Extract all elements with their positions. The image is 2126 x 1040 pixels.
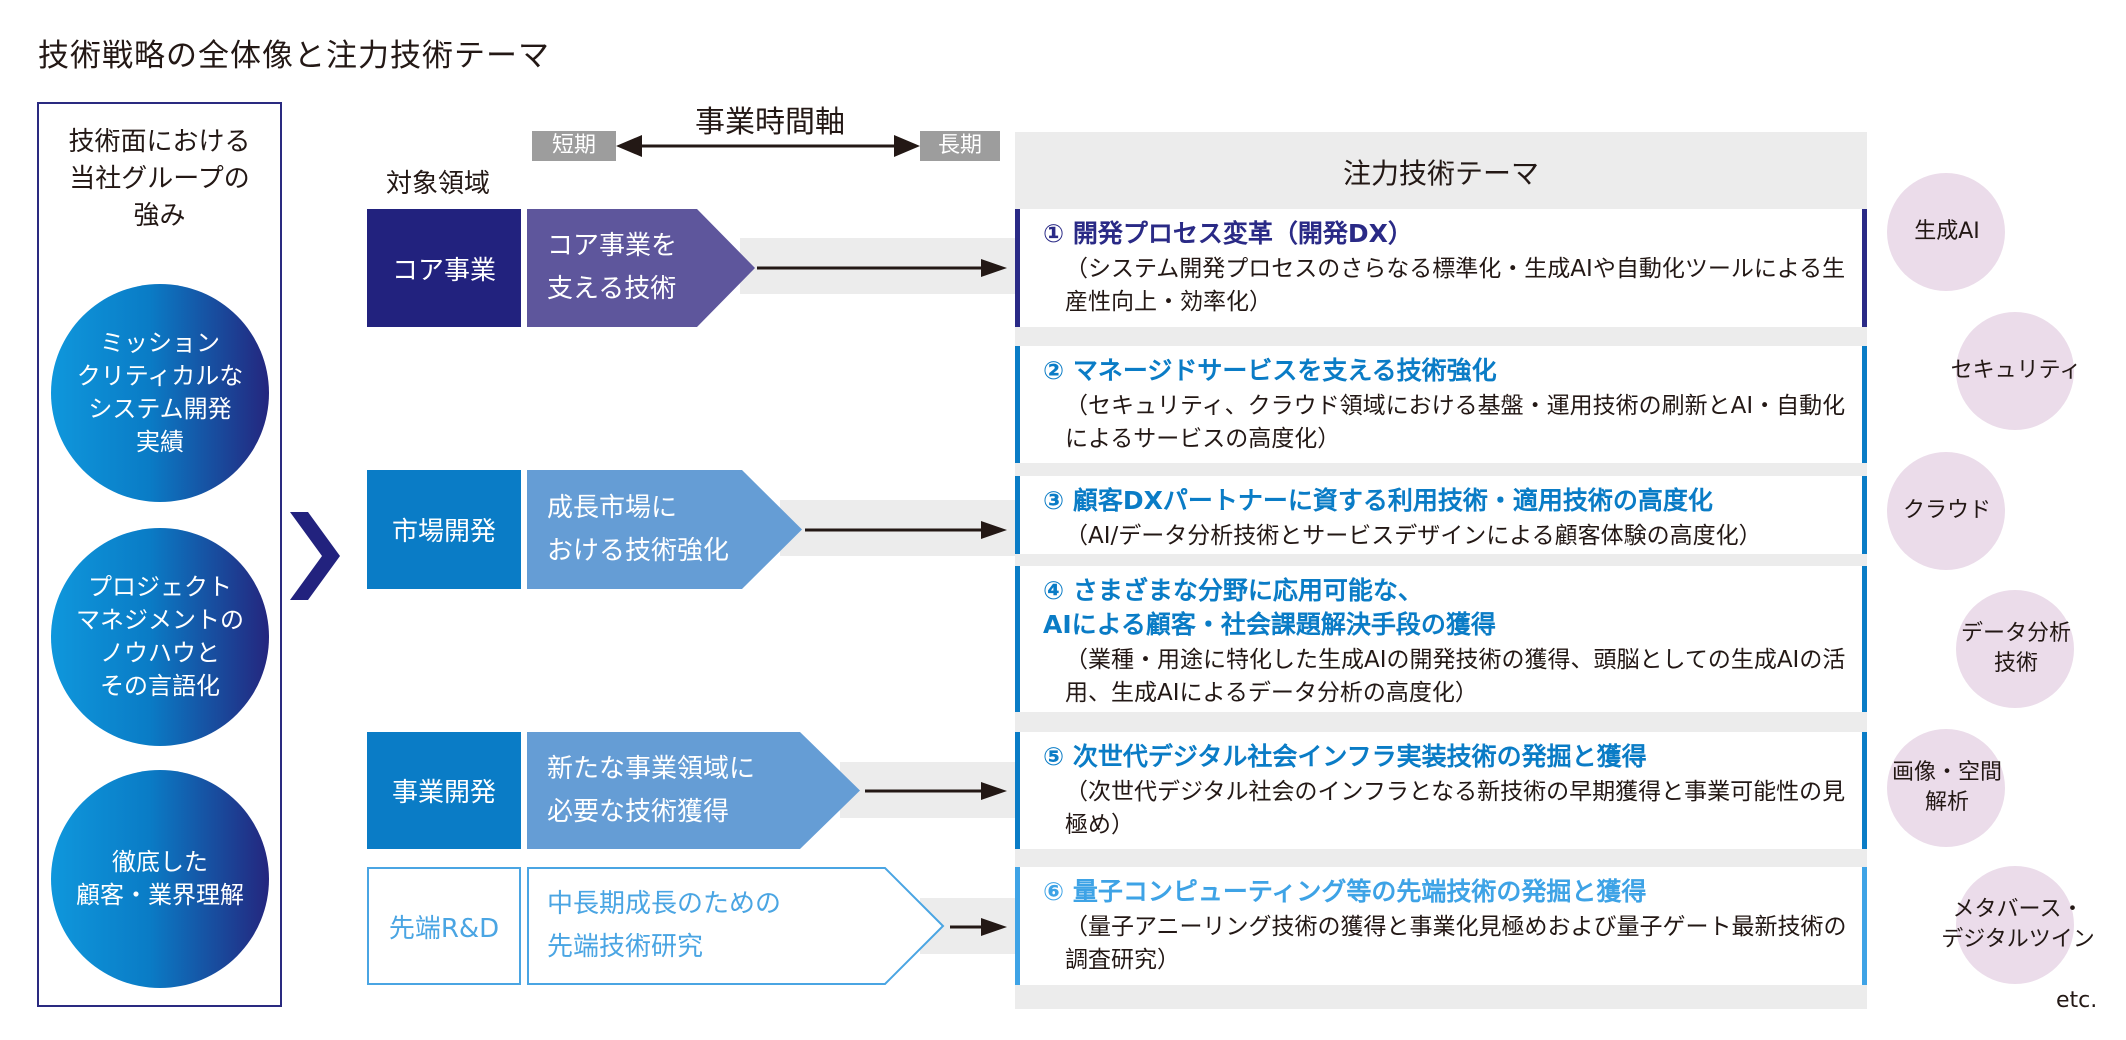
short-term-tag: 短期 — [532, 131, 616, 161]
tech-label-data-analysis: データ分析 技術 — [1960, 621, 2071, 676]
theme-title: ④ さまざまな分野に応用可能な、 AIによる顧客・社会課題解決手段の獲得 — [1043, 576, 1496, 639]
theme-description: （AI/データ分析技術とサービスデザインによる顧客体験の高度化） — [1065, 523, 1762, 549]
tech-label-generative-ai: 生成AI — [1914, 219, 1980, 244]
theme-item-3: ③ 顧客DXパートナーに資する利用技術・適用技術の高度化 （AI/データ分析技術… — [1015, 476, 1867, 554]
focus-themes-title: 注力技術テーマ — [1342, 157, 1539, 190]
tech-label-image-spatial: 画像・空間 解析 — [1891, 760, 2002, 815]
domain-advanced-rd: 先端R&D — [367, 867, 521, 985]
theme-accent-bar — [1015, 867, 1020, 985]
theme-title: ⑥ 量子コンピューティング等の先端技術の発掘と獲得 — [1043, 877, 1647, 906]
theme-title: ③ 顧客DXパートナーに資する利用技術・適用技術の高度化 — [1043, 486, 1713, 515]
tech-circle — [1956, 590, 2074, 708]
tech-label-metaverse: メタバース・ デジタルツイン — [1941, 897, 2095, 952]
theme-item-1: ① 開発プロセス変革（開発DX） （システム開発プロセスのさらなる標準化・生成A… — [1015, 209, 1867, 327]
theme-item-5: ⑤ 次世代デジタル社会インフラ実装技術の発掘と獲得 （次世代デジタル社会のインフ… — [1015, 732, 1867, 849]
lane-bar — [740, 238, 1015, 294]
domain-market-development: 市場開発 — [367, 470, 521, 589]
theme-accent-bar — [1862, 209, 1867, 327]
tech-circle — [1956, 866, 2074, 984]
theme-item-2: ② マネージドサービスを支える技術強化 （セキュリティ、クラウド領域における基盤… — [1015, 346, 1867, 463]
theme-title: ② マネージドサービスを支える技術強化 — [1043, 356, 1497, 385]
theme-accent-bar — [1862, 476, 1867, 554]
double-arrow-icon — [616, 133, 920, 159]
lane-bar — [780, 500, 1015, 556]
tech-label-cloud: クラウド — [1902, 498, 1991, 523]
theme-accent-bar — [1015, 346, 1020, 463]
theme-item-4: ④ さまざまな分野に応用可能な、 AIによる顧客・社会課題解決手段の獲得 （業種… — [1015, 566, 1867, 712]
strengths-heading-line: 当社グループの — [69, 164, 250, 194]
focus-business-development: 新たな事業領域に 必要な技術獲得 — [527, 732, 860, 849]
theme-accent-bar — [1862, 566, 1867, 712]
arrow-right-icon — [865, 781, 1007, 801]
focus-text: コア事業を 支える技術 — [547, 231, 678, 304]
focus-text: 新たな事業領域に 必要な技術獲得 — [547, 753, 756, 827]
domain-core-business: コア事業 — [367, 209, 521, 327]
tech-circle — [1887, 729, 2005, 847]
strength-circle-customer-understanding: 徹底した 顧客・業界理解 — [51, 770, 269, 988]
theme-description: （量子アニーリング技術の獲得と事業化見極めおよび量子ゲート最新技術の調査研究） — [1065, 914, 1847, 973]
focus-text: 中長期成長のための 先端技術研究 — [547, 889, 782, 962]
theme-accent-bar — [1015, 476, 1020, 554]
theme-title: ⑤ 次世代デジタル社会インフラ実装技術の発掘と獲得 — [1043, 742, 1647, 771]
chevron-right-icon — [290, 512, 340, 600]
time-axis-title: 事業時間軸 — [695, 105, 845, 140]
tech-circle — [1887, 452, 2005, 570]
focus-market-development: 成長市場に おける技術強化 — [527, 470, 802, 589]
tech-circle — [1956, 312, 2074, 430]
theme-accent-bar — [1015, 566, 1020, 712]
target-domain-heading: 対象領域 — [386, 169, 491, 199]
arrow-right-icon — [950, 917, 1007, 937]
theme-accent-bar — [1862, 732, 1867, 849]
theme-accent-bar — [1862, 867, 1867, 985]
theme-description: （業種・用途に特化した生成AIの開発技術の獲得、頭脳としての生成AIの活用、生成… — [1065, 647, 1846, 706]
theme-description: （システム開発プロセスのさらなる標準化・生成AIや自動化ツールによる生産性向上・… — [1065, 256, 1846, 315]
strength-circle-mission-critical: ミッション クリティカルな システム開発 実績 — [51, 284, 269, 502]
focus-advanced-rd: 中長期成長のための 先端技術研究 — [527, 867, 945, 985]
theme-accent-bar — [1015, 209, 1020, 327]
theme-description: （次世代デジタル社会のインフラとなる新技術の早期獲得と事業可能性の見極め） — [1065, 779, 1846, 838]
arrow-right-icon — [805, 520, 1007, 540]
theme-item-6: ⑥ 量子コンピューティング等の先端技術の発掘と獲得 （量子アニーリング技術の獲得… — [1015, 867, 1867, 985]
strengths-heading-line: 技術面における — [68, 127, 251, 157]
focus-text: 成長市場に おける技術強化 — [547, 492, 730, 566]
strengths-heading: 技術面における 当社グループの 強み — [37, 124, 282, 235]
arrow-right-icon — [757, 258, 1007, 278]
domain-business-development: 事業開発 — [367, 732, 521, 849]
strength-circle-project-management: プロジェクト マネジメントの ノウハウと その言語化 — [51, 528, 269, 746]
tech-label-security: セキュリティ — [1950, 358, 2082, 383]
etc-label: etc. — [2056, 988, 2098, 1013]
tech-circle — [1887, 173, 2005, 291]
theme-description: （セキュリティ、クラウド領域における基盤・運用技術の刷新とAI・自動化によるサー… — [1065, 393, 1846, 452]
page-title: 技術戦略の全体像と注力技術テーマ — [38, 38, 550, 74]
strengths-heading-line: 強み — [133, 201, 186, 231]
focus-core-business: コア事業を 支える技術 — [527, 209, 755, 327]
theme-accent-bar — [1015, 732, 1020, 849]
theme-title: ① 開発プロセス変革（開発DX） — [1043, 219, 1413, 248]
long-term-tag: 長期 — [920, 131, 1000, 161]
strengths-frame — [37, 102, 282, 1007]
theme-accent-bar — [1862, 346, 1867, 463]
